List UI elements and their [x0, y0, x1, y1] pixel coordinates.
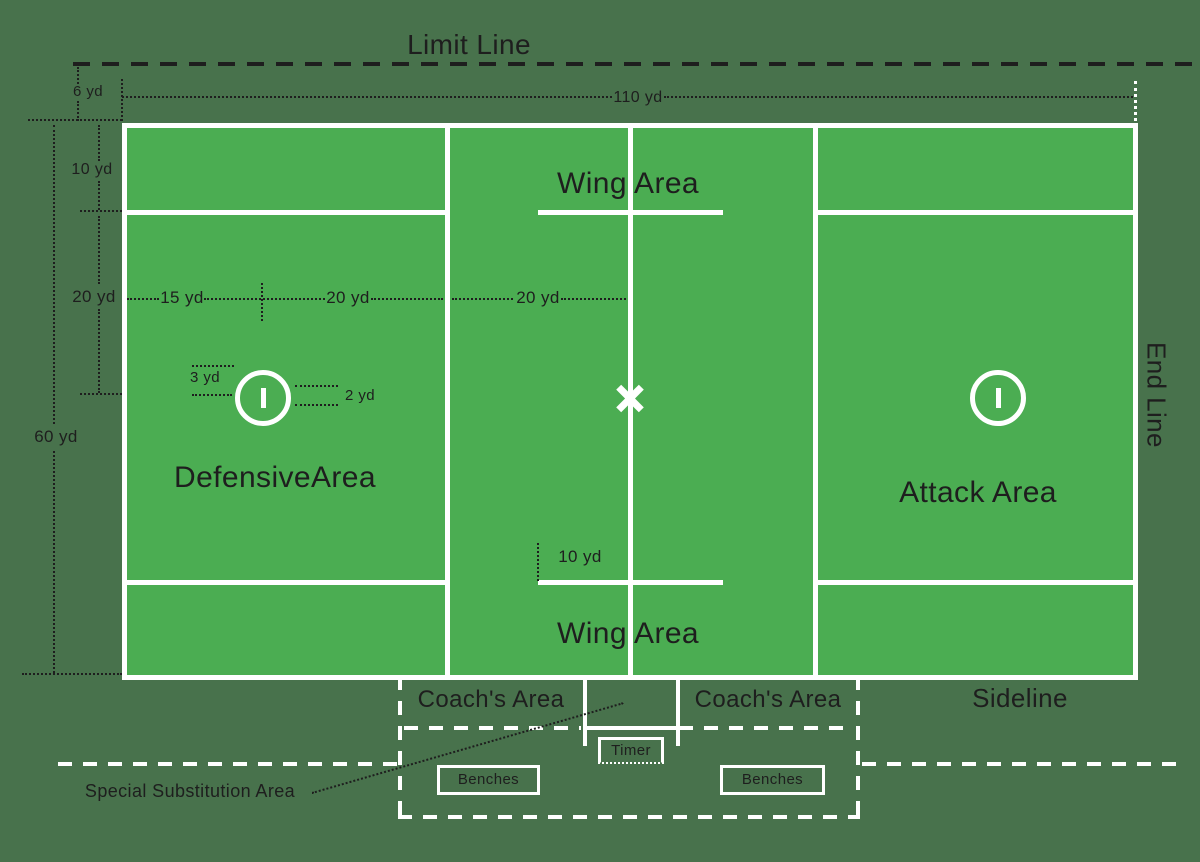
bench-zone-bottom-edge: [398, 815, 860, 819]
field-width-label: 60 yd: [34, 427, 78, 446]
defensive-area-line: [445, 123, 450, 680]
timer-box: Timer: [598, 737, 664, 764]
restraining-to-center-label: 20 yd: [516, 288, 560, 307]
benches-box-left: Benches: [437, 765, 540, 795]
mid-dim-seg2: [204, 298, 325, 300]
wing-line-bottom-left: [127, 580, 447, 585]
coach-area-divider-right: [679, 726, 854, 730]
special-substitution-label: Special Substitution Area: [84, 781, 296, 801]
circle-radius-dim-top: [192, 365, 234, 367]
field-length-tick-right: [1134, 81, 1137, 121]
goal-post-marker: [260, 388, 266, 408]
goal-to-restraining-label: 20 yd: [326, 288, 370, 307]
limit-line-label: Limit Line: [407, 29, 531, 60]
goal-post-marker: [995, 388, 1001, 408]
mid-dim-seg5: [561, 298, 626, 300]
field-length-dim-right: [664, 96, 1133, 98]
left-tick-top: [28, 119, 122, 121]
coach-area-divider-left: [404, 726, 581, 730]
wing-depth-dim-upper: [98, 125, 100, 161]
wing-area-bottom-label: Wing Area: [557, 617, 699, 650]
mid-dim-seg3: [371, 298, 443, 300]
field-length-label: 110 yd: [613, 89, 663, 106]
coach-area-right-label: Coach's Area: [694, 686, 842, 713]
coach-area-left-label: Coach's Area: [417, 686, 565, 713]
circle-radius-dim-bottom: [192, 394, 232, 396]
wing-to-goal-dim-lower: [98, 309, 100, 393]
limit-offset-dim-upper: [77, 67, 79, 84]
timer-bar: [583, 726, 680, 730]
field-width-dim-upper: [53, 125, 55, 424]
field-width-dim-lower: [53, 451, 55, 673]
wing-to-goal-label: 20 yd: [72, 287, 116, 306]
bench-zone-left-edge: [398, 676, 402, 818]
limit-line: [73, 62, 1193, 66]
field-length-dim-left: [122, 96, 612, 98]
benches-left-label: Benches: [457, 771, 520, 789]
center-x-marker: [615, 383, 645, 413]
mid-dim-tick-goal: [261, 283, 263, 321]
defensive-area-label: DefensiveArea: [174, 461, 376, 494]
goal-gate-label: 2 yd: [345, 387, 375, 404]
sideline-label: Sideline: [972, 683, 1068, 713]
benches-right-label: Benches: [741, 771, 804, 789]
wing-line-top-center: [538, 210, 723, 215]
timer-label: Timer: [611, 742, 651, 760]
wing-half-dim-tick: [537, 543, 539, 581]
wing-to-goal-dim-upper: [98, 216, 100, 284]
timer-post-right: [676, 680, 680, 746]
left-tick-bottom: [22, 673, 122, 675]
mid-dim-seg4: [452, 298, 513, 300]
limit-offset-dim-lower: [77, 101, 79, 121]
timer-post-left: [583, 680, 587, 746]
goal-gate-dim-bottom: [295, 404, 338, 406]
goal-from-end-label: 15 yd: [160, 288, 204, 307]
benches-box-right: Benches: [720, 765, 825, 795]
wing-line-bottom-right: [818, 580, 1133, 585]
attack-area-line: [813, 123, 818, 680]
wing-line-top-left: [127, 210, 447, 215]
wing-line-bottom-center: [538, 580, 723, 585]
field-length-tick-left: [121, 79, 123, 121]
goal-gate-dim-top: [295, 385, 338, 387]
end-line-label: End Line: [1141, 342, 1172, 448]
wing-line-top-right: [818, 210, 1133, 215]
bench-zone-right-edge: [856, 676, 860, 818]
goal-circle-defensive: [235, 370, 291, 426]
left-tick-goal: [80, 393, 122, 395]
goal-circle-attack: [970, 370, 1026, 426]
wing-depth-dim-lower: [98, 181, 100, 210]
attack-area-label: Attack Area: [899, 476, 1057, 509]
wing-half-label: 10 yd: [558, 547, 602, 566]
wing-depth-label: 10 yd: [71, 161, 113, 178]
substitution-line-left: [58, 762, 398, 766]
mid-dim-seg1: [127, 298, 159, 300]
left-tick-wing: [80, 210, 122, 212]
substitution-line-right: [862, 762, 1186, 766]
limit-offset-label: 6 yd: [73, 83, 103, 100]
circle-radius-label: 3 yd: [190, 369, 220, 386]
wing-area-top-label: Wing Area: [557, 167, 699, 200]
